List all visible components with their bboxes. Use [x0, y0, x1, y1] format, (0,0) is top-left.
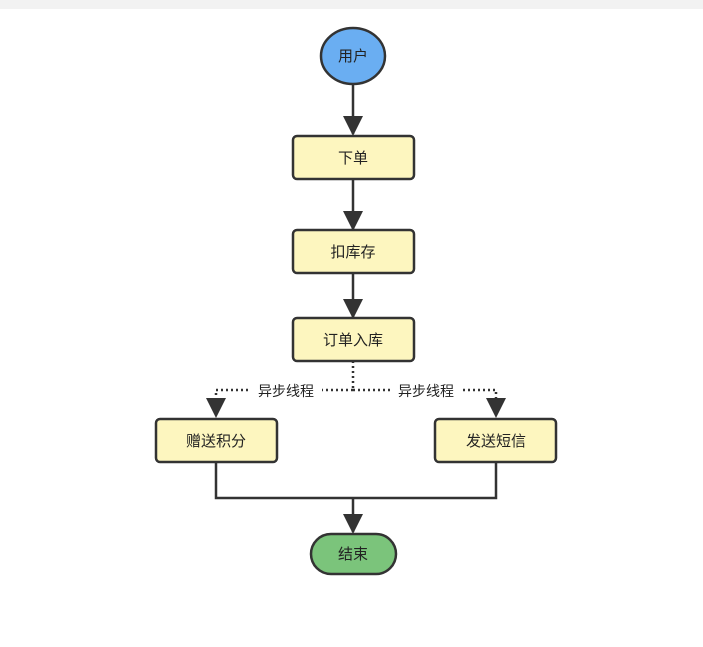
- node-user-label: 用户: [338, 47, 368, 65]
- edge-points-to-merge: [214, 462, 498, 500]
- edge-label-async-left: 异步线程: [258, 384, 314, 400]
- node-order-storage: 订单入库: [291, 316, 416, 363]
- node-place-order-label: 下单: [338, 149, 368, 167]
- node-place-order: 下单: [291, 134, 416, 181]
- node-user: 用户: [319, 26, 387, 86]
- node-end-label: 结束: [338, 545, 368, 563]
- edge-label-bg-right: [390, 381, 462, 399]
- node-gift-points-label: 赠送积分: [186, 432, 246, 450]
- node-order-storage-label: 订单入库: [323, 331, 383, 349]
- top-strip: [0, 0, 703, 9]
- node-gift-points: 赠送积分: [154, 417, 279, 464]
- edge-label-async-right: 异步线程: [398, 384, 454, 400]
- edge-async-right: [353, 388, 506, 418]
- node-deduct-stock-label: 扣库存: [330, 243, 375, 261]
- node-end: 结束: [309, 532, 398, 576]
- node-send-sms-label: 发送短信: [466, 432, 526, 450]
- edge-label-bg-left: [250, 381, 322, 399]
- node-send-sms: 发送短信: [433, 417, 558, 464]
- node-deduct-stock: 扣库存: [291, 228, 416, 275]
